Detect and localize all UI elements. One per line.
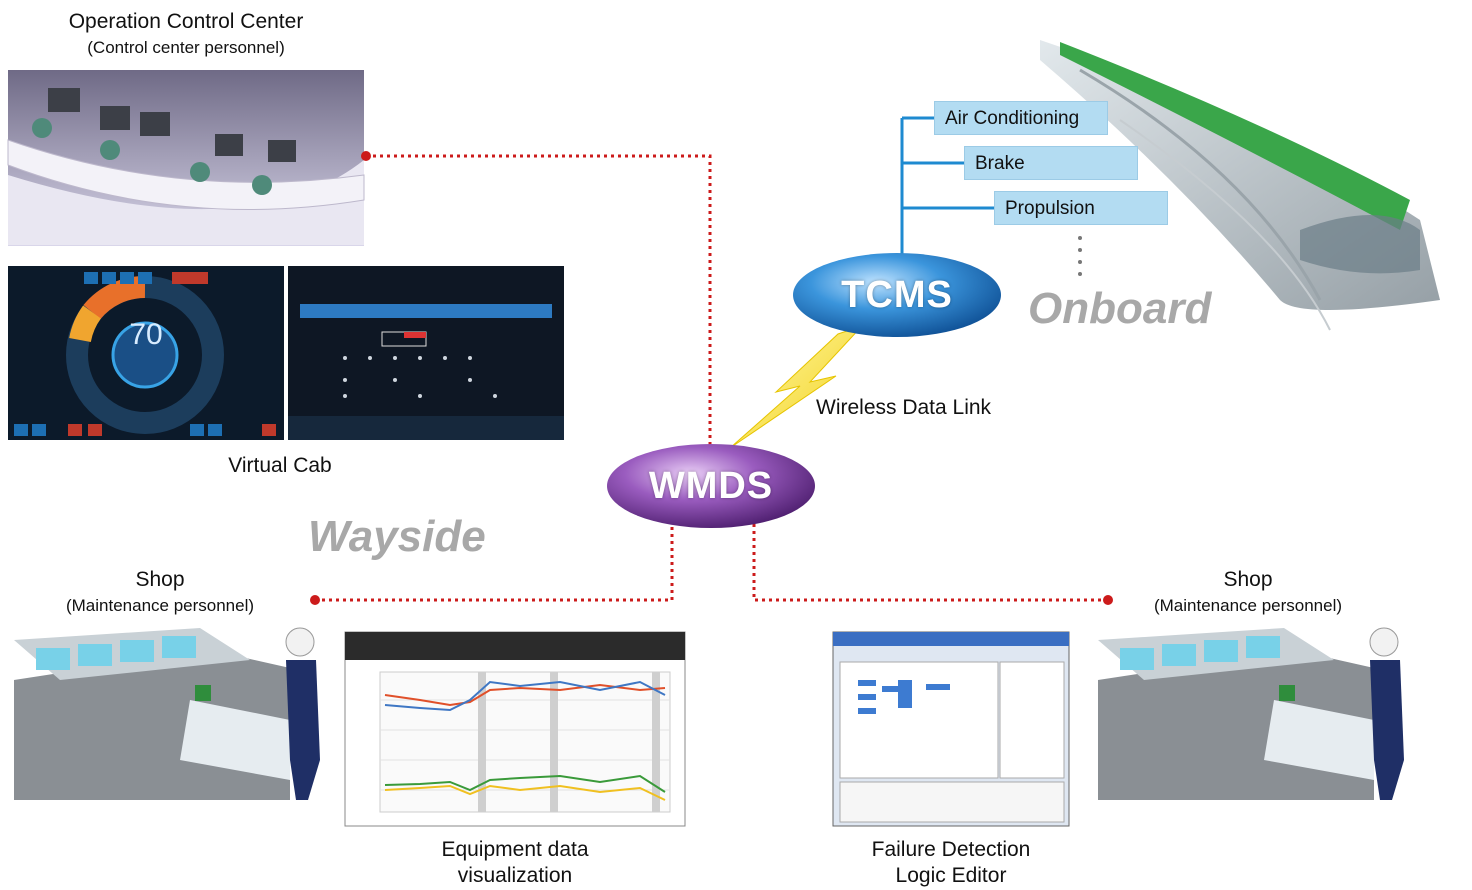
equipment-data-label-line2: visualization [457,864,573,887]
subsystem-air-conditioning: Air Conditioning [934,101,1108,135]
wmds-node-shape [607,444,815,528]
tcms-node-shape [793,253,1001,337]
connector-endpoints [310,151,1113,605]
equipment-data-screen [344,631,686,827]
wmds-node: WMDS [648,465,774,507]
shop-left-illustration [14,627,320,800]
control-center-illustration [7,70,365,246]
shop-left-title: Shop [135,568,185,591]
occ-title: Operation Control Center [68,10,304,33]
train-illustration [1040,40,1440,331]
occ-subtitle: (Control center personnel) [87,38,285,57]
virtual-cab-right-screen [288,266,564,440]
wireless-lightning-icon [729,325,863,449]
tcms-node: TCMS [841,274,953,316]
shop-left-subtitle: (Maintenance personnel) [65,596,255,615]
shop-right-subtitle: (Maintenance personnel) [1153,596,1343,615]
virtual-cab-left-screen [8,266,284,440]
failure-detection-label-line1: Failure Detection [871,838,1031,861]
failure-logic-editor-screen [832,631,1070,827]
more-subsystems-dots [1078,236,1082,276]
wmds-connectors [315,154,1108,602]
subsystem-brake: Brake [964,146,1138,180]
onboard-zone-label: Onboard [1028,284,1212,333]
tcms-subsystem-tree [900,116,994,262]
virtual-cab-speed: 70 [129,318,163,351]
subsystem-propulsion: Propulsion [994,191,1168,225]
failure-detection-label-line2: Logic Editor [895,864,1007,887]
shop-right-title: Shop [1223,568,1273,591]
shop-right-illustration [1098,627,1404,800]
virtual-cab-label: Virtual Cab [228,454,332,477]
equipment-data-label-line1: Equipment data [441,838,589,861]
wayside-zone-label: Wayside [308,512,486,561]
wireless-data-link-label: Wireless Data Link [816,396,992,419]
